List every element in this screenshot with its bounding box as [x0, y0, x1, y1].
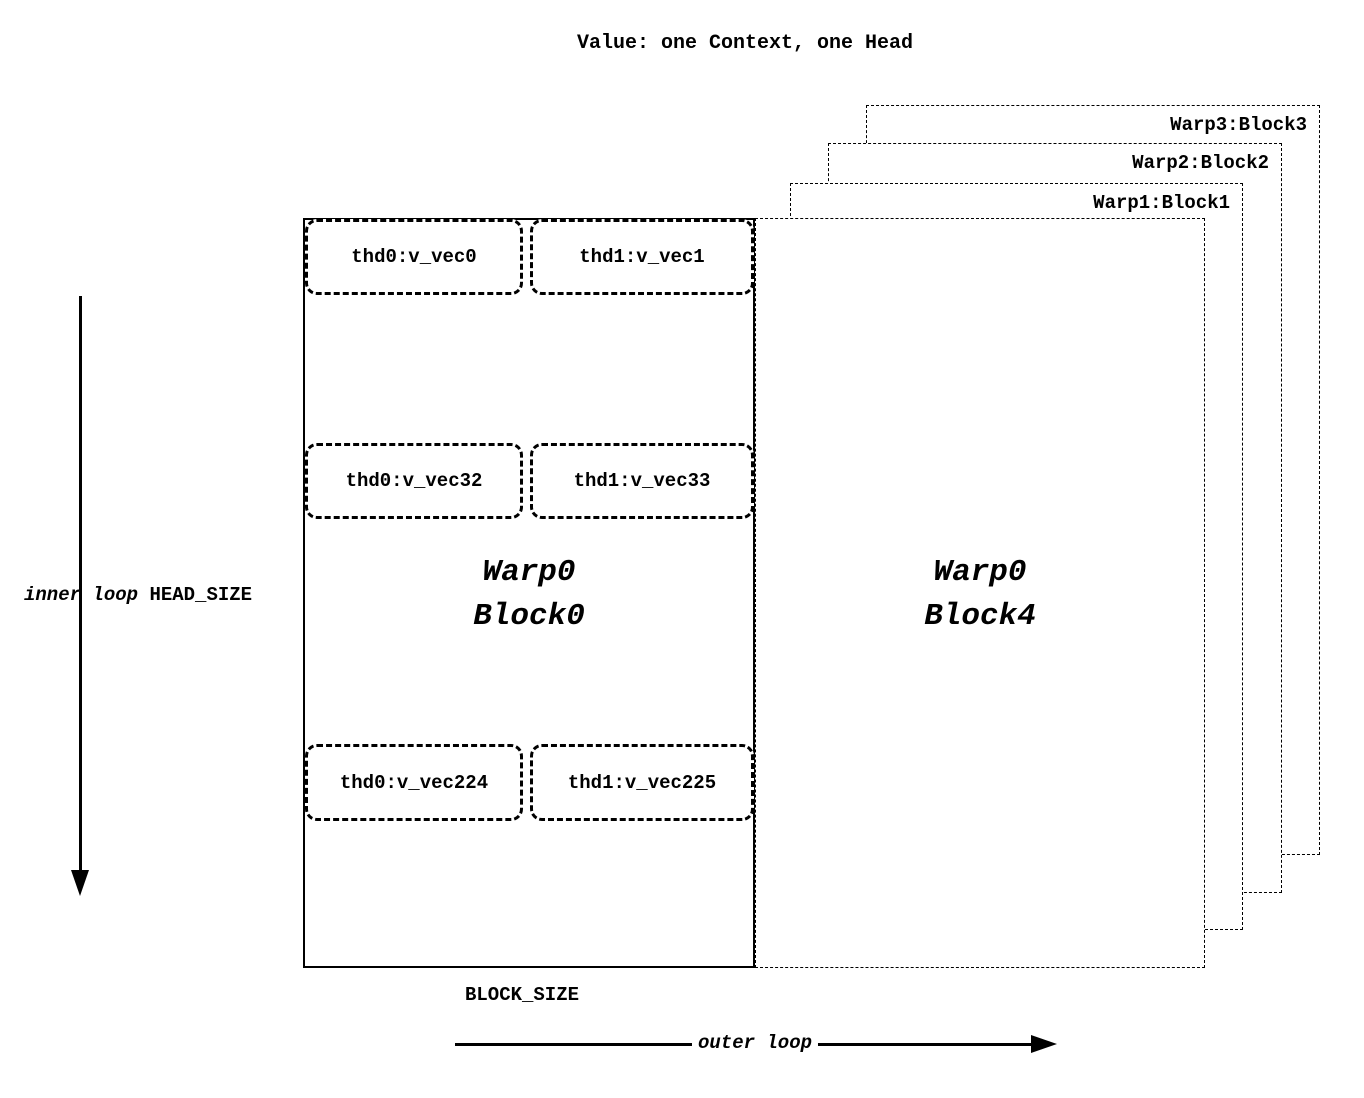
warp0-block4-name-line1: Warp0: [933, 555, 1027, 590]
thd-cell-v-vec0: thd0:v_vec0: [305, 219, 523, 295]
head-size-arrow-head-icon: [71, 870, 89, 896]
diagram-title: Value: one Context, one Head: [576, 32, 914, 55]
warp2-block2-label: Warp2:Block2: [1132, 152, 1269, 174]
outer-loop-label: outer loop: [691, 1032, 819, 1054]
thd-cell-v-vec1-label: thd1:v_vec1: [579, 246, 705, 268]
outer-loop-arrow-head-icon: [1031, 1035, 1057, 1053]
head-size-arrow-line: [79, 296, 82, 872]
thd-cell-v-vec32-label: thd0:v_vec32: [345, 470, 483, 492]
inner-loop-head-size-label: inner loop HEAD_SIZE: [24, 584, 252, 606]
warp0-block0-name: Warp0 Block0: [303, 551, 755, 639]
warp3-block3-label: Warp3:Block3: [1170, 114, 1307, 136]
thd-cell-v-vec32: thd0:v_vec32: [305, 443, 523, 519]
thd-cell-v-vec0-label: thd0:v_vec0: [351, 246, 477, 268]
warp0-block4-name: Warp0 Block4: [755, 551, 1205, 639]
thd-cell-v-vec224: thd0:v_vec224: [305, 744, 523, 821]
block-size-label: BLOCK_SIZE: [464, 984, 580, 1006]
warp1-block1-label: Warp1:Block1: [1093, 192, 1230, 214]
thd-cell-v-vec33: thd1:v_vec33: [530, 443, 754, 519]
thd-cell-v-vec225: thd1:v_vec225: [530, 744, 754, 821]
warp0-block0-name-line2: Block0: [473, 599, 585, 634]
warp0-block4-box: [755, 218, 1205, 968]
warp0-block4-name-line2: Block4: [924, 599, 1036, 634]
inner-loop-label: inner loop: [24, 584, 139, 606]
head-size-label: HEAD_SIZE: [149, 584, 253, 606]
thd-cell-v-vec1: thd1:v_vec1: [530, 219, 754, 295]
warp0-block0-box: [303, 218, 755, 968]
thd-cell-v-vec33-label: thd1:v_vec33: [573, 470, 711, 492]
thd-cell-v-vec224-label: thd0:v_vec224: [339, 771, 489, 794]
warp0-block0-name-line1: Warp0: [482, 555, 576, 590]
thd-cell-v-vec225-label: thd1:v_vec225: [567, 771, 717, 794]
